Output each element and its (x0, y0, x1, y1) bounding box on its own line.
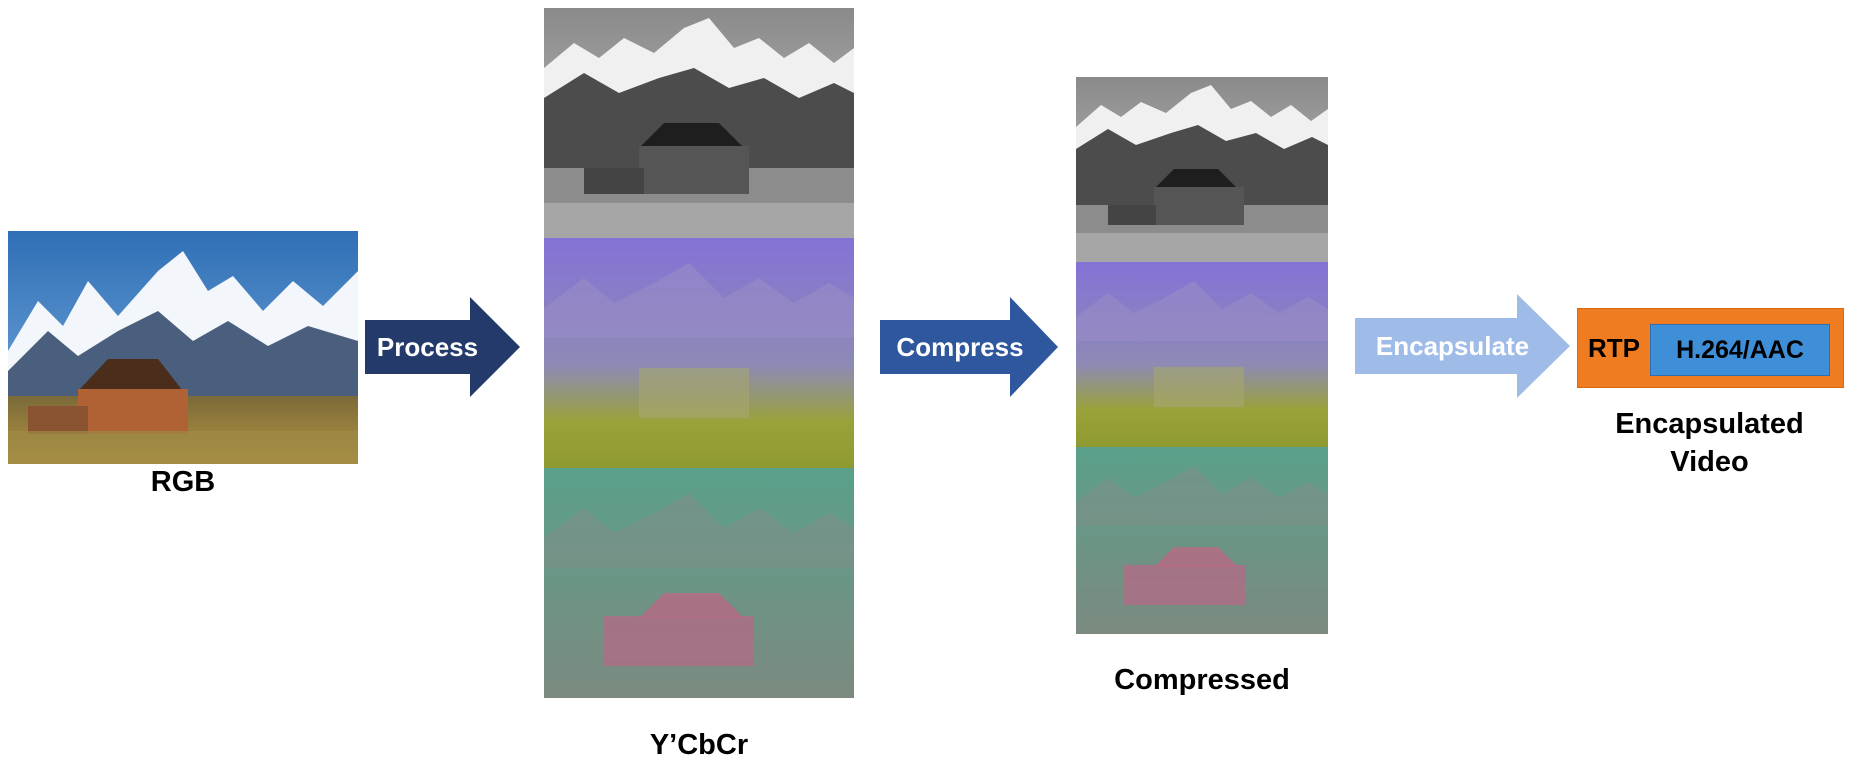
compressed-label: Compressed (1114, 664, 1290, 696)
rtp-packet: RTP H.264/AAC (1577, 308, 1844, 388)
ycbcr-image (544, 8, 854, 698)
y-plane (544, 8, 854, 238)
encapsulated-video-label: Encapsulated Video (1577, 405, 1842, 481)
compressed-y-plane (1076, 77, 1328, 262)
encapsulated-label-line1: Encapsulated (1615, 408, 1804, 440)
compressed-cb-plane (1076, 262, 1328, 447)
encapsulate-arrow: Encapsulate (1355, 294, 1570, 398)
compress-arrow-shape (880, 297, 1058, 397)
process-arrow: Process (365, 297, 520, 397)
compressed-cr-plane (1076, 447, 1328, 634)
ycbcr-label: Y’CbCr (649, 729, 749, 761)
cb-plane (544, 238, 854, 468)
cr-plane (544, 468, 854, 698)
payload-box: H.264/AAC (1650, 324, 1830, 376)
rgb-image (8, 231, 358, 464)
encapsulated-label-line2: Video (1670, 446, 1749, 478)
compress-arrow-label: Compress (896, 331, 1024, 362)
rgb-label: RGB (150, 466, 216, 498)
process-arrow-label: Process (376, 331, 479, 362)
compress-arrow: Compress (880, 297, 1058, 397)
rtp-header-label: RTP (1588, 332, 1640, 363)
encapsulate-arrow-label: Encapsulate (1375, 330, 1530, 361)
process-arrow-shape (365, 297, 520, 397)
compressed-image (1076, 77, 1328, 634)
encapsulate-arrow-shape (1355, 294, 1570, 398)
payload-label: H.264/AAC (1676, 335, 1804, 364)
